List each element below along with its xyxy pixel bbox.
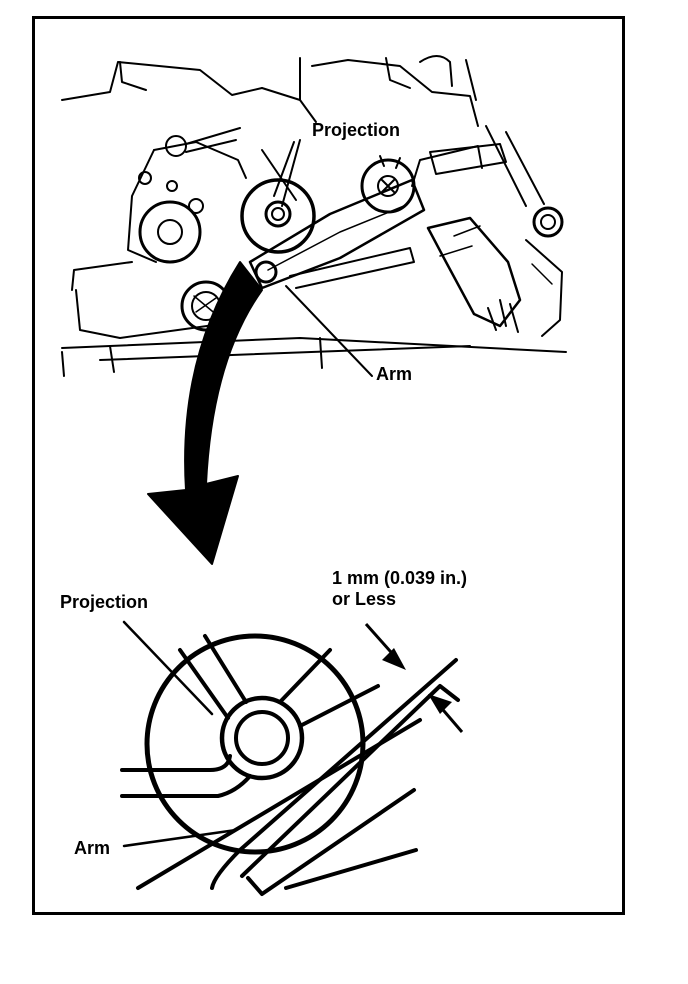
top-assembly-view bbox=[61, 55, 567, 377]
clearance-value-text: 1 mm (0.039 in.) bbox=[332, 568, 468, 588]
clearance-limit-text: or Less bbox=[332, 588, 397, 609]
detail-projection-label: Projection bbox=[60, 592, 149, 612]
clearance-dimension-arrows bbox=[364, 623, 464, 733]
top-projection-label: Projection bbox=[312, 120, 401, 140]
top-arm-label: Arm bbox=[376, 364, 413, 384]
detail-arrow bbox=[147, 261, 263, 565]
clearance-spec-label: 1 mm (0.039 in.) or Less bbox=[332, 568, 467, 609]
detail-view bbox=[120, 620, 460, 896]
detail-arm-label: Arm bbox=[74, 838, 111, 858]
diagram-frame bbox=[32, 16, 625, 915]
